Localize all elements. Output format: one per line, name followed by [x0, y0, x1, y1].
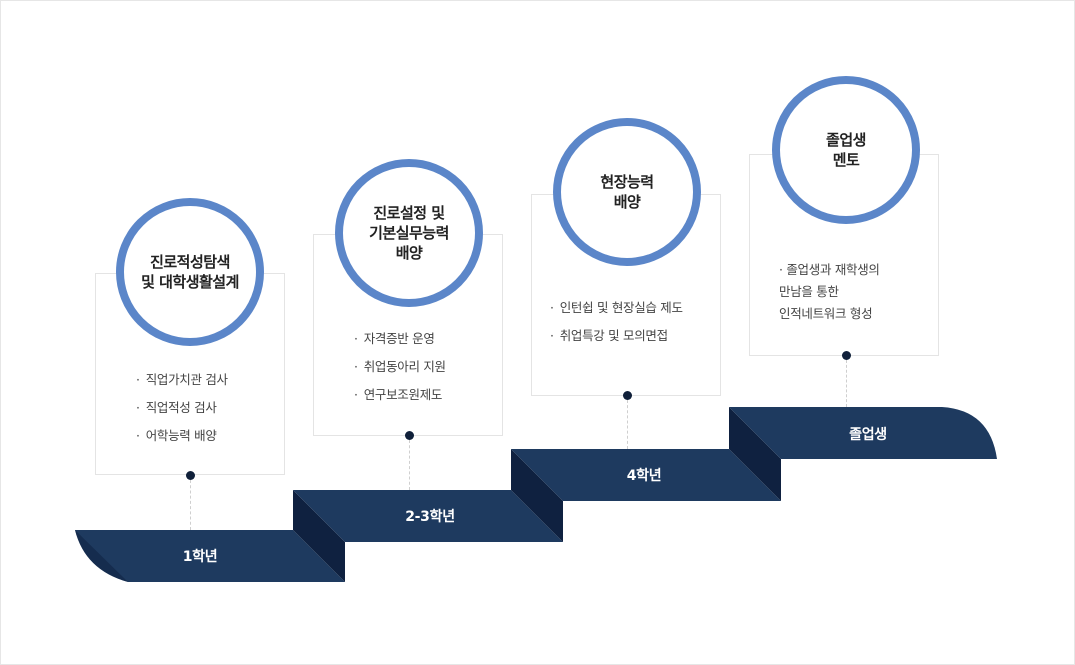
grade-label-4: 졸업생: [849, 427, 887, 443]
stage-circle-2: 진로설정 및 기본실무능력 배양: [335, 159, 483, 307]
list-item: 취업동아리 지원: [354, 353, 446, 381]
connector-stem-4: [846, 360, 847, 407]
step-3: [511, 449, 781, 501]
connector-dot-2: [405, 431, 414, 440]
step-4: [729, 407, 997, 459]
stage-items-2: 자격증반 운영 취업동아리 지원 연구보조원제도: [354, 325, 446, 409]
step-2-riser: [511, 449, 563, 542]
list-item: 취업특강 및 모의면접: [550, 322, 683, 350]
connector-dot-1: [186, 471, 195, 480]
list-item: 인턴쉽 및 현장실습 제도: [550, 294, 683, 322]
grade-label-3: 4학년: [626, 468, 662, 484]
step-1: [75, 530, 345, 582]
stage-items-4: · 졸업생과 재학생의 만남을 통한 인적네트워크 형성: [779, 259, 880, 325]
step-3-riser: [729, 407, 781, 501]
stage-title-4: 졸업생 멘토: [826, 131, 866, 169]
connector-dot-3: [623, 391, 632, 400]
stage-items-3: 인턴쉽 및 현장실습 제도 취업특강 및 모의면접: [550, 294, 683, 350]
list-item: 직업가치관 검사: [136, 366, 228, 394]
stage-circle-1: 진로적성탐색 및 대학생활설계: [116, 198, 264, 346]
connector-stem-1: [190, 480, 191, 530]
step-2: [293, 490, 563, 542]
step-1-riser: [293, 490, 345, 582]
stage-title-3: 현장능력 배양: [600, 173, 654, 211]
connector-stem-3: [627, 400, 628, 449]
list-item: 어학능력 배양: [136, 422, 228, 450]
connector-stem-2: [409, 440, 410, 490]
stage-circle-3: 현장능력 배양: [553, 118, 701, 266]
list-item: · 졸업생과 재학생의 만남을 통한 인적네트워크 형성: [779, 262, 880, 321]
step-1-shade: [75, 530, 128, 582]
list-item: 직업적성 검사: [136, 394, 228, 422]
grade-label-1: 1학년: [182, 549, 218, 565]
stage-title-1: 진로적성탐색 및 대학생활설계: [141, 253, 239, 291]
connector-dot-4: [842, 351, 851, 360]
grade-label-2: 2-3학년: [405, 509, 455, 525]
stage-circle-4: 졸업생 멘토: [772, 76, 920, 224]
stage-items-1: 직업가치관 검사 직업적성 검사 어학능력 배양: [136, 366, 228, 450]
list-item: 자격증반 운영: [354, 325, 446, 353]
list-item: 연구보조원제도: [354, 381, 446, 409]
stage-title-2: 진로설정 및 기본실무능력 배양: [369, 204, 449, 262]
